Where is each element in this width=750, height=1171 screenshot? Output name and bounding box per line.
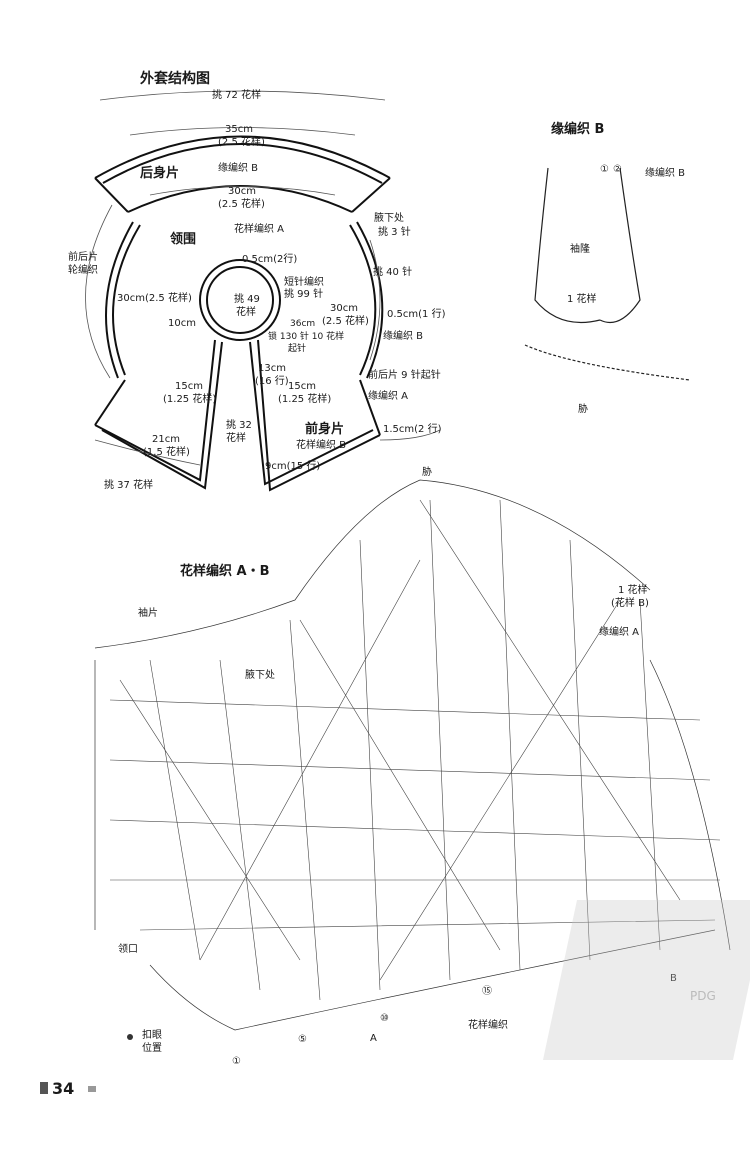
left15-label: 15cm	[175, 381, 203, 392]
edging-one-pattern: 1 花样	[567, 294, 597, 305]
cm15-2-label: 1.5cm(2 行)	[383, 424, 442, 435]
pattern-side-top: 胁	[422, 467, 432, 478]
front-piece-label: 前身片	[305, 422, 345, 437]
side-30-label: 30cm(2.5 花样)	[117, 293, 192, 304]
pattern-title: 花样编织 A・B	[180, 564, 270, 579]
edging-b-label: 缘编织 B	[645, 168, 686, 179]
pick-32-label: 挑 32	[226, 420, 252, 431]
row-marker-15: ⑮	[482, 986, 492, 997]
short-st-label: 短针编织	[284, 277, 324, 288]
edging-b-back: 缘编织 B	[218, 163, 259, 174]
page-bar-left	[40, 1082, 48, 1094]
watermark-text: PDG	[690, 989, 716, 1003]
back-width-sub: (2.5 花样)	[218, 137, 265, 148]
pattern-a-label: 花样编织 A	[234, 224, 285, 235]
pick-99-label: 挑 99 针	[284, 289, 324, 300]
pick-32-sub-label: 花样	[226, 433, 246, 444]
front-back-edge2: 轮编织	[68, 265, 98, 276]
edging-b-front-label: 花样编织 B	[296, 440, 347, 451]
left15-sub-label: (1.25 花样)	[163, 394, 217, 405]
pattern-small-label: 花样	[236, 307, 256, 318]
back-piece-label: 后身片	[140, 166, 180, 181]
edging-num1: ①	[600, 164, 609, 175]
pick-3-label: 挑 3 针	[378, 227, 411, 238]
cuff-label: 袖隆	[570, 244, 590, 255]
r30-sub-label: (2.5 花样)	[322, 316, 369, 327]
underarm-label: 腋下处	[374, 213, 404, 224]
cm21-label: 21cm	[152, 434, 180, 445]
page-bar-right	[88, 1086, 96, 1092]
pattern-underarm: 腋下处	[245, 670, 275, 681]
top-pick-label: 挑 72 花样	[212, 90, 262, 101]
front-right	[257, 339, 381, 492]
edging-a-label: 缘编织 A	[368, 391, 409, 402]
sleeve-label: 袖片	[138, 608, 158, 619]
chain130-label: 锁 130 针 10 花样	[268, 332, 345, 342]
pattern-edging-a: 缘编织 A	[599, 627, 640, 638]
right15-label: 15cm	[288, 381, 316, 392]
pattern-st-label: 花样编织	[468, 1020, 508, 1031]
collar-width: 30cm	[228, 186, 256, 197]
edging-b-right	[599, 167, 641, 324]
cm9-label: 9cm(15 行)	[265, 461, 321, 472]
collar-width-sub: (2.5 花样)	[218, 199, 265, 210]
page-number: 34	[52, 1079, 75, 1098]
cm36-label: 36cm	[290, 319, 316, 329]
edging-num2: ②	[613, 164, 622, 175]
pattern-one-pattern: 1 花样	[618, 585, 648, 596]
rows16-label: (16 行)	[255, 376, 289, 387]
right15-sub-label: (1.25 花样)	[278, 394, 332, 405]
cm13-label: 13cm	[258, 363, 286, 374]
collar-label: 领围	[170, 232, 197, 247]
edging-b-left	[534, 167, 601, 324]
row-marker-1: ①	[232, 1056, 241, 1067]
back-inner-arc	[127, 185, 353, 213]
row-marker-5: ⑤	[298, 1034, 307, 1045]
r05-label: 0.5cm(1 行)	[387, 309, 446, 320]
pattern-bottom-edge	[149, 929, 716, 1031]
cm21-sub-label: (1.5 花样)	[143, 447, 190, 458]
pattern-outer-edge	[649, 659, 731, 951]
neckline-label: 领口	[118, 944, 138, 955]
edging-b-title: 缘编织 B	[551, 122, 605, 137]
structure-title: 外套结构图	[140, 71, 210, 87]
pick-40-label: 挑 40 针	[373, 267, 413, 278]
front-9-label: 前后片 9 针起针	[368, 370, 441, 381]
r30-label: 30cm	[330, 303, 358, 314]
watermark-stamp	[542, 900, 750, 1060]
section-a-label: A	[370, 1033, 377, 1044]
pick-49-label: 挑 49	[234, 294, 260, 305]
collar-ring	[199, 259, 281, 341]
front-back-edge: 前后片	[68, 252, 98, 263]
edging-b-r-label: 缘编织 B	[383, 331, 424, 342]
ring-right	[349, 224, 377, 376]
start-label: 起针	[288, 344, 307, 354]
ten-cm-label: 10cm	[168, 318, 196, 329]
buttonhole2-label: 位置	[142, 1043, 162, 1054]
pattern-top-edge	[94, 479, 651, 649]
edging-side-label: 胁	[578, 404, 588, 415]
ring-left	[112, 224, 141, 376]
front-left	[94, 339, 216, 482]
back-outer-arc	[94, 135, 391, 179]
buttonhole-label: 扣眼	[142, 1030, 162, 1041]
collar-05-label: 0.5cm(2行)	[242, 254, 298, 265]
row-marker-10: ⑩	[380, 1013, 389, 1024]
section-b-label: B	[670, 973, 677, 984]
back-width: 35cm	[225, 124, 253, 135]
pick-37-label: 挑 37 花样	[104, 480, 154, 491]
pattern-one-pattern-sub: (花样 B)	[611, 598, 649, 609]
